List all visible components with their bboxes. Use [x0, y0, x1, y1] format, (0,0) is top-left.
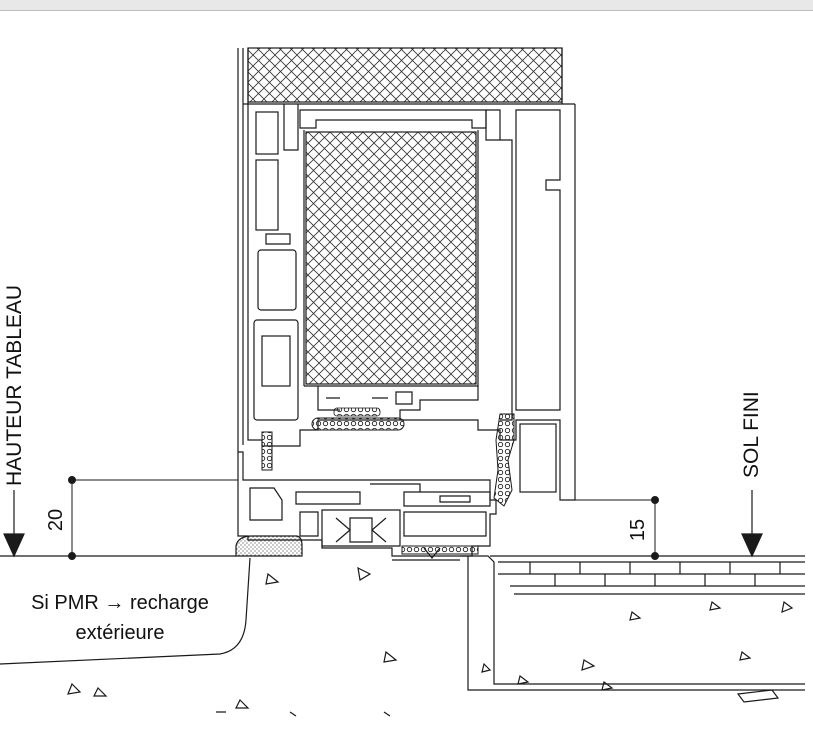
- window-top-bar: [0, 0, 813, 11]
- floor-section: [0, 555, 805, 717]
- sol-fini-label: SOL FINI: [740, 391, 763, 478]
- dimension-15-label: 15: [627, 519, 649, 541]
- sol-fini-arrow: [741, 533, 763, 558]
- pmr-note-line1: Si PMR → recharge: [31, 592, 209, 614]
- threshold-profile: [237, 451, 497, 559]
- sill-nose: [235, 535, 303, 557]
- dimension-20-label: 20: [45, 509, 67, 531]
- pmr-note: Si PMR → recharge extérieure: [0, 588, 240, 648]
- gaskets: [261, 407, 515, 507]
- pmr-note-line2: extérieure: [75, 622, 165, 644]
- hauteur-tableau-label: HAUTEUR TABLEAU: [3, 284, 26, 486]
- glazing-infill: [305, 131, 477, 385]
- level-lines: [0, 490, 763, 558]
- hauteur-tableau-arrow: [3, 533, 25, 558]
- door-panel-upper: [237, 47, 575, 452]
